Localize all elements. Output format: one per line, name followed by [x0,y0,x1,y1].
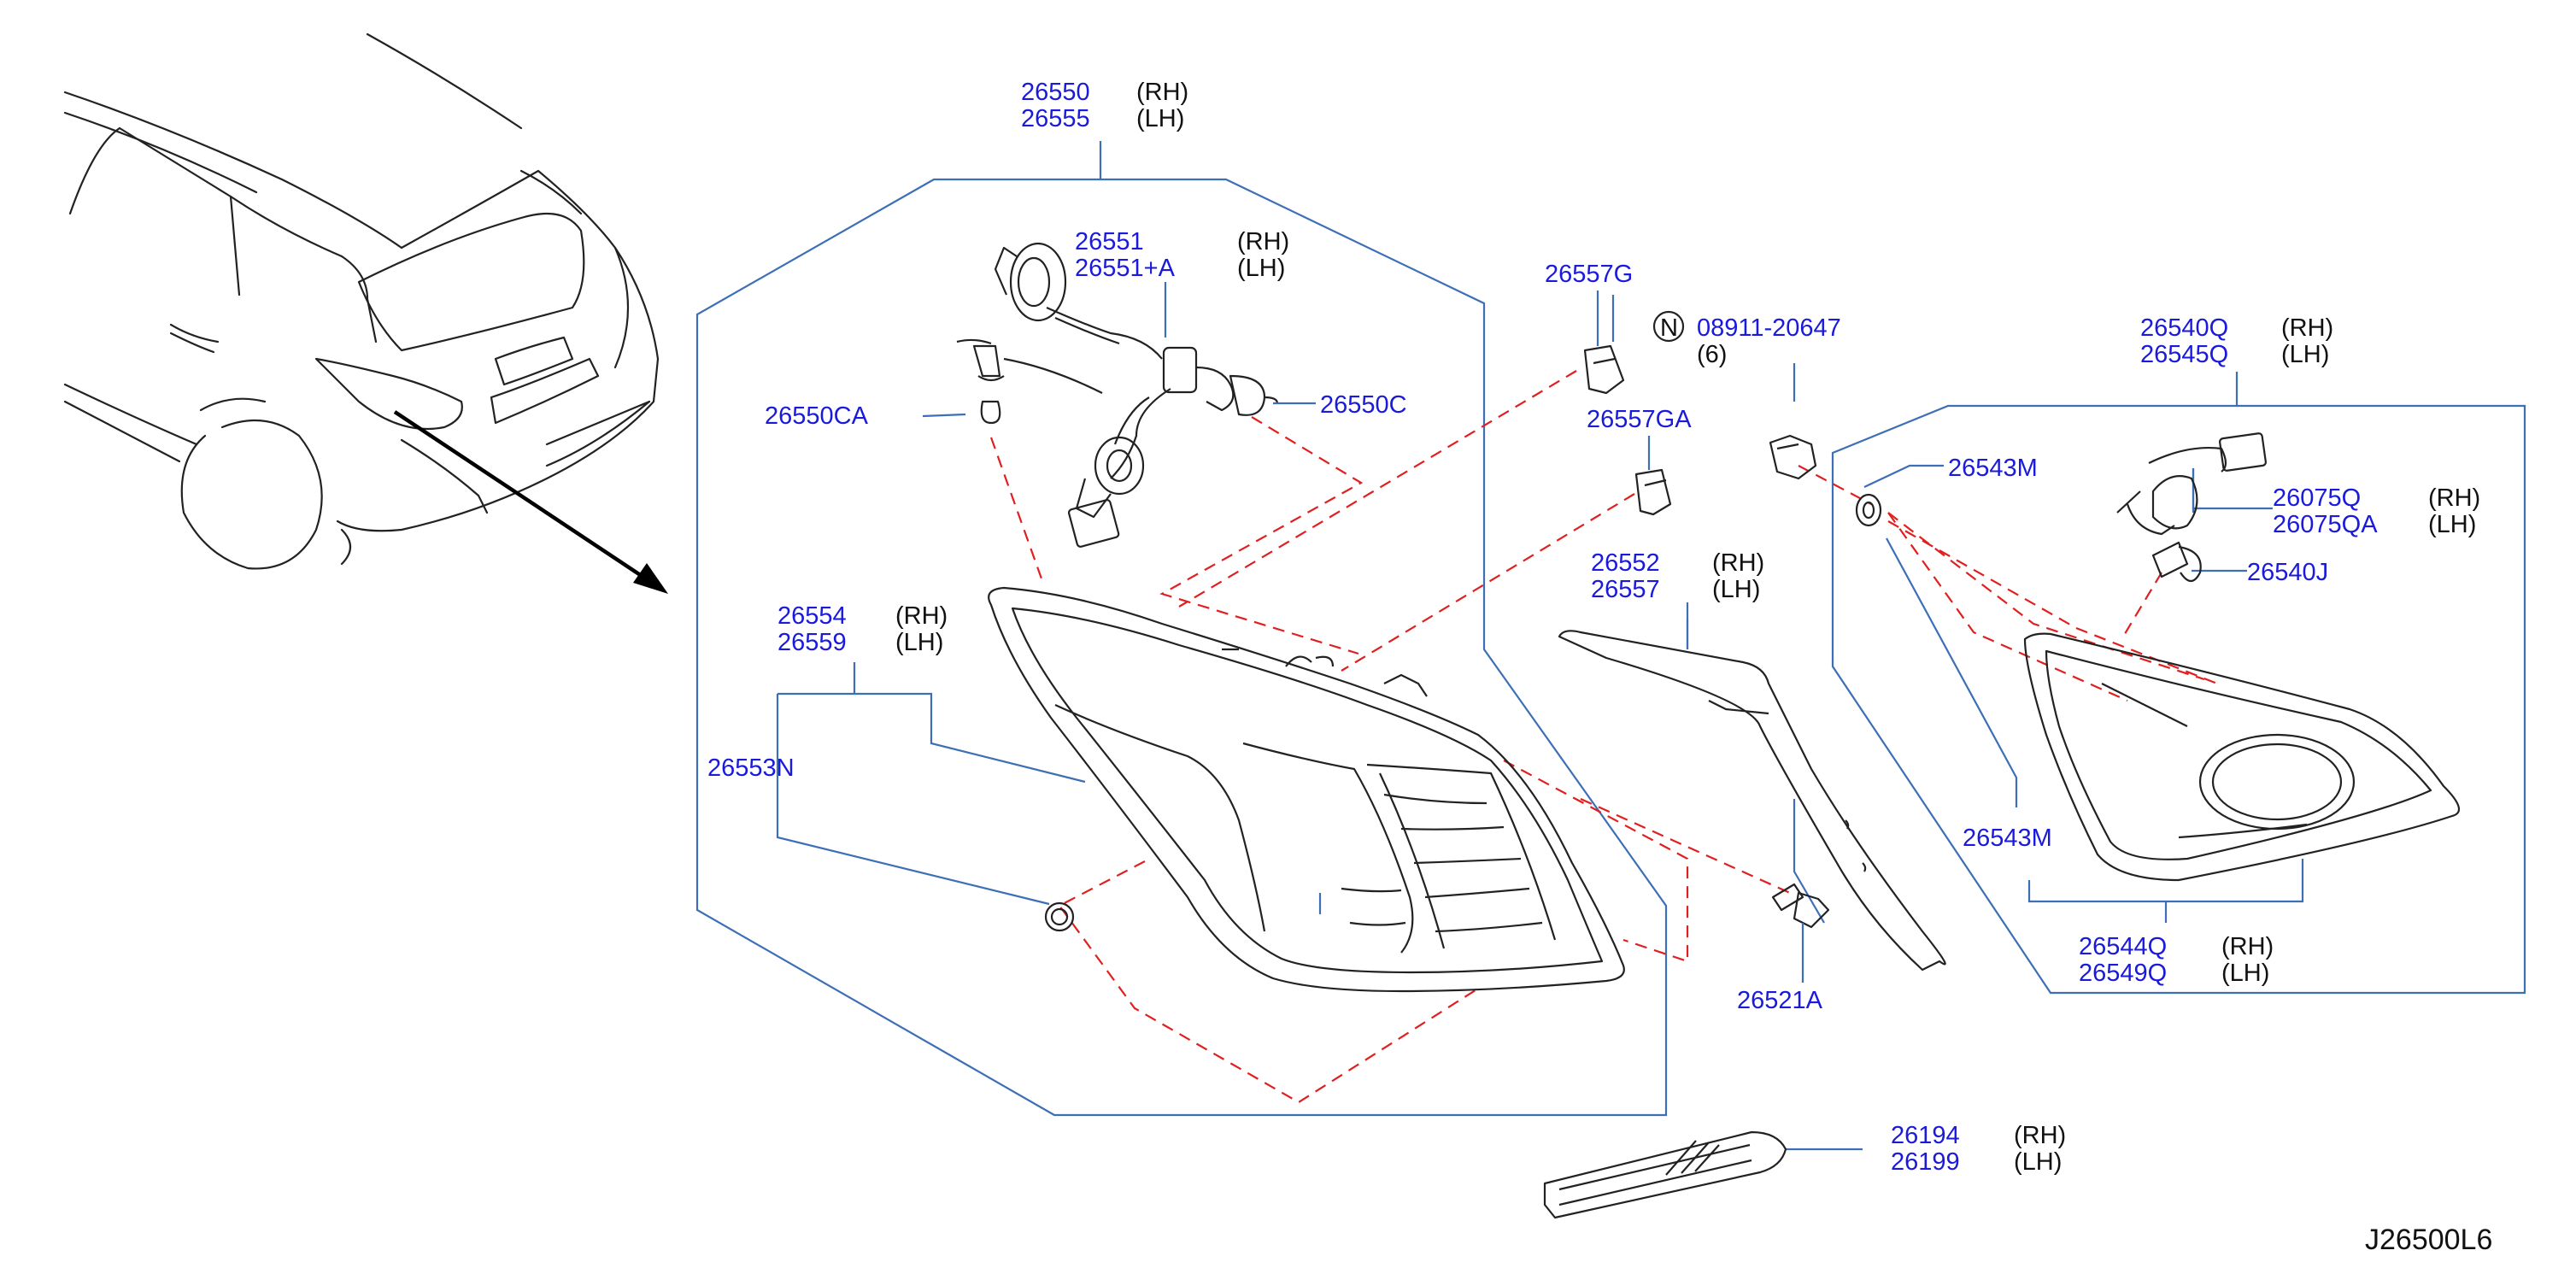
callout-26551: 26551 26551+A (RH) (LH) [1075,228,1289,282]
direction-arrow-head [633,563,668,594]
callout-26544q: 26544Q 26549Q (RH) (LH) [2079,933,2274,987]
callout-26552: 26552 26557 (RH) (LH) [1591,549,1764,603]
part-number-26545q: 26545Q [2140,341,2228,368]
diagram-code: J26500L6 [2365,1224,2492,1256]
side-label-lh: (LH) [1237,255,1285,282]
part-number-26543m-bottom: 26543M [1963,825,2052,852]
part-number-26553n: 26553N [707,754,795,782]
part-number-26551: 26551 [1075,228,1144,255]
part-number-26550ca: 26550CA [765,402,869,430]
side-label-rh: (RH) [895,602,948,630]
part-number-26550c: 26550C [1320,391,1407,419]
callout-26554: 26554 26559 (RH) (LH) [777,602,948,656]
part-number-26557g: 26557G [1545,261,1633,288]
inner-lamp-drawing [2023,632,2461,882]
n-symbol-circle [1652,310,1685,343]
side-label-rh: (RH) [2014,1122,2066,1149]
part-number-26540q: 26540Q [2140,314,2228,342]
side-label-rh: (RH) [1712,549,1764,577]
leader-26550ca [922,413,966,418]
part-number-26549q: 26549Q [2079,960,2167,987]
rear-combination-lamp-outline [695,178,1668,1117]
rear-combination-lamp-drawing [988,586,1625,993]
side-label-lh: (LH) [2014,1148,2062,1176]
vehicle-rear-illustration [63,32,660,570]
part-number-26199: 26199 [1891,1148,1960,1176]
side-label-lh: (LH) [2428,511,2476,538]
quantity-label: (6) [1697,341,1727,368]
callout-26194: 26194 26199 (RH) (LH) [1891,1122,2066,1176]
side-label-lh: (LH) [895,629,943,656]
part-number-26521a: 26521A [1737,987,1823,1014]
part-number-26075qa: 26075QA [2273,511,2378,538]
inner-lamp-outline [1831,404,2526,995]
inner-socket-drawing [2116,432,2267,583]
n-symbol: N [1660,314,1678,342]
clips-drawing [1044,344,1882,932]
part-number-08911-20647: 08911-20647 [1697,314,1841,342]
part-number-26543m-top: 26543M [1948,455,2038,482]
side-label-lh: (LH) [2221,960,2269,987]
part-number-26554: 26554 [777,602,847,630]
part-number-26557ga: 26557GA [1587,406,1692,433]
garnish-strip-drawing [1558,630,1946,972]
part-number-26540j: 26540J [2247,559,2328,586]
bolt-drawing [1771,883,1830,929]
side-label-lh: (LH) [1136,105,1184,132]
callout-26075q: 26075Q 26075QA (RH) (LH) [2273,484,2480,538]
reflector-drawing [1543,1130,1787,1219]
part-number-26555: 26555 [1021,105,1090,132]
side-label-rh: (RH) [1136,79,1188,106]
callout-26540q: 26540Q 26545Q (RH) (LH) [2140,314,2333,368]
callout-08911-20647: N 08911-20647 (6) [1652,310,1841,368]
part-number-26552: 26552 [1591,549,1660,577]
side-label-rh: (RH) [2281,314,2333,342]
direction-arrow-line [393,410,651,583]
part-number-26075q: 26075Q [2273,484,2361,512]
socket-harness-drawing [956,242,1279,548]
leader-lines [695,141,2526,1151]
part-number-26559: 26559 [777,629,847,656]
side-label-rh: (RH) [2221,933,2274,960]
assembly-dashed-lines [989,370,2218,1104]
part-number-26544q: 26544Q [2079,933,2167,960]
part-number-26557: 26557 [1591,576,1660,603]
side-label-rh: (RH) [2428,484,2480,512]
callout-26550: 26550 26555 (RH) (LH) [1021,79,1188,132]
part-number-26194: 26194 [1891,1122,1960,1149]
side-label-lh: (LH) [1712,576,1760,603]
part-number-26550: 26550 [1021,79,1090,106]
side-label-rh: (RH) [1237,228,1289,255]
part-number-26551a: 26551+A [1075,255,1176,282]
side-label-lh: (LH) [2281,341,2329,368]
